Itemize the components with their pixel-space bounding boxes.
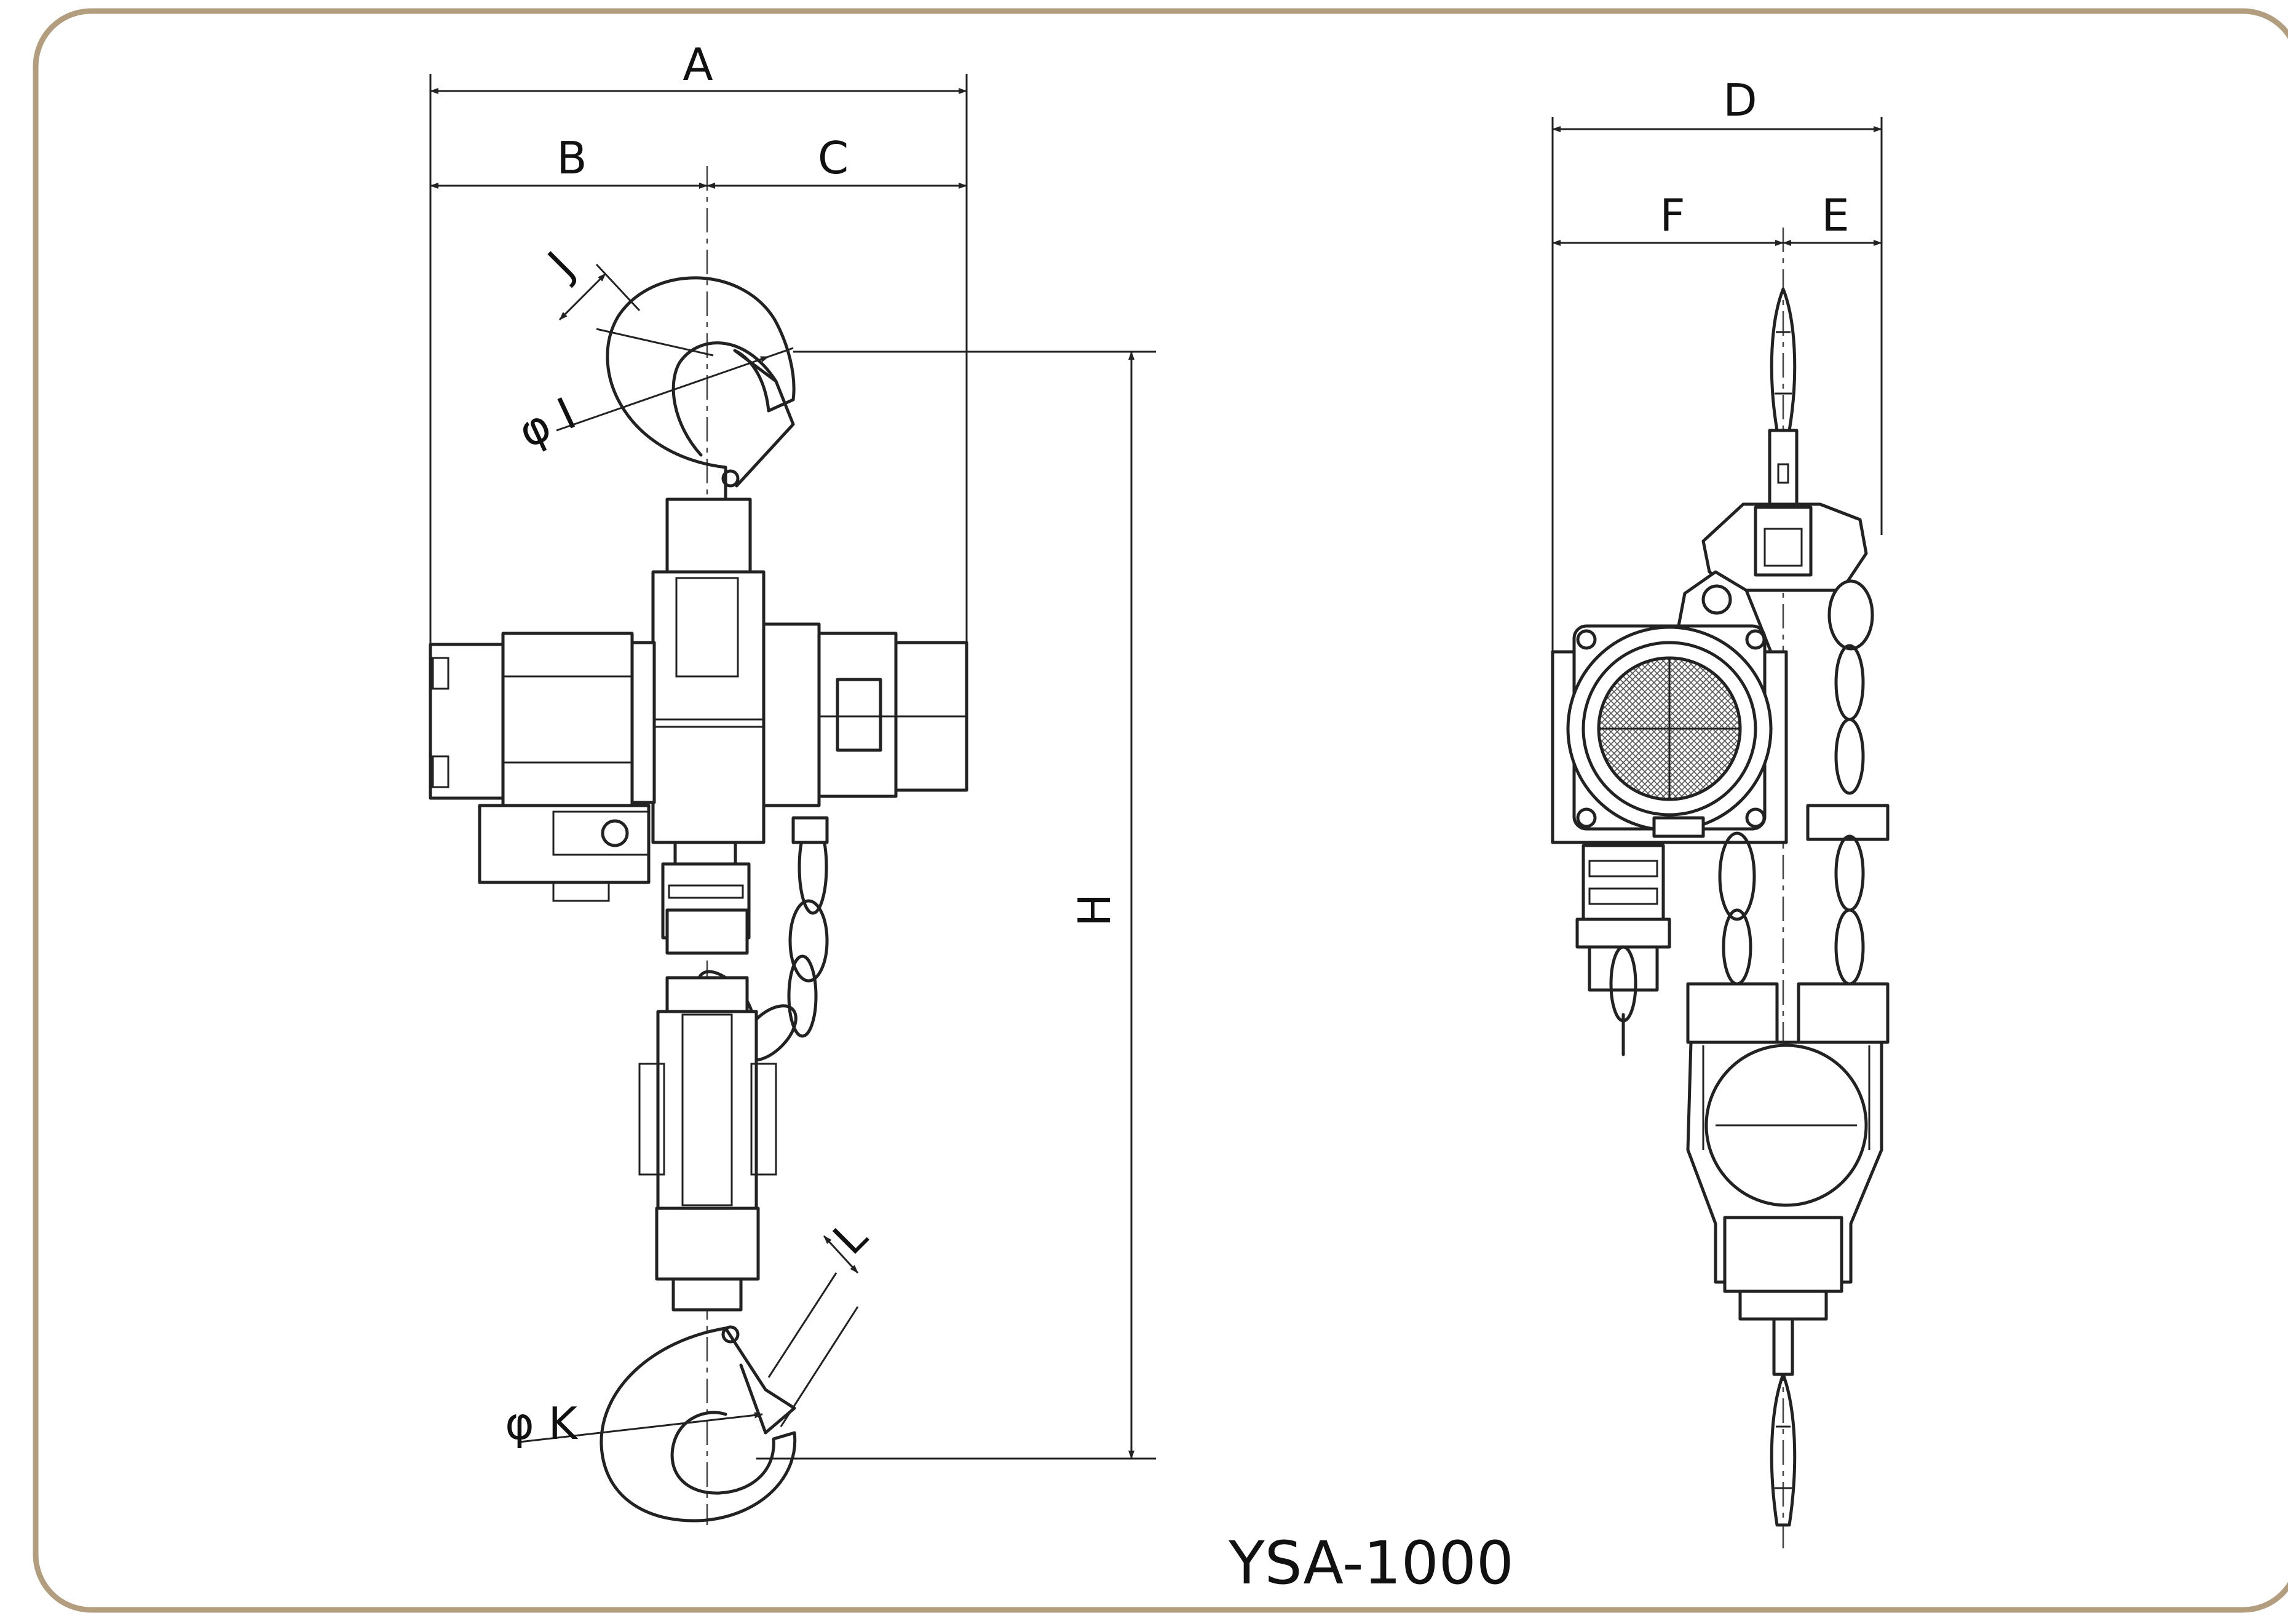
side-motor xyxy=(1551,624,1788,844)
dim-label-c: C xyxy=(818,132,849,184)
dim-label-h: H xyxy=(1069,893,1120,927)
top-hook xyxy=(606,276,796,500)
side-chain xyxy=(1806,579,1890,998)
model-label: YSA-1000 xyxy=(1228,1529,1514,1598)
dim-label-k: φ K xyxy=(505,1398,578,1449)
dim-label-e: E xyxy=(1821,189,1850,241)
dim-label-j: J xyxy=(536,242,584,289)
front-view xyxy=(429,74,1156,1525)
bottom-hook xyxy=(600,1325,797,1523)
dim-label-l: L xyxy=(823,1210,877,1264)
gearbox-unit xyxy=(762,622,968,807)
drawing-border xyxy=(33,8,2288,1613)
motor-unit xyxy=(429,632,656,902)
dim-label-a: A xyxy=(683,39,713,90)
dim-label-f: F xyxy=(1660,189,1685,241)
side-view xyxy=(1551,117,1890,1550)
dim-label-i: φ I xyxy=(510,387,584,458)
dim-label-b: B xyxy=(556,132,587,184)
dim-label-d: D xyxy=(1723,74,1757,126)
